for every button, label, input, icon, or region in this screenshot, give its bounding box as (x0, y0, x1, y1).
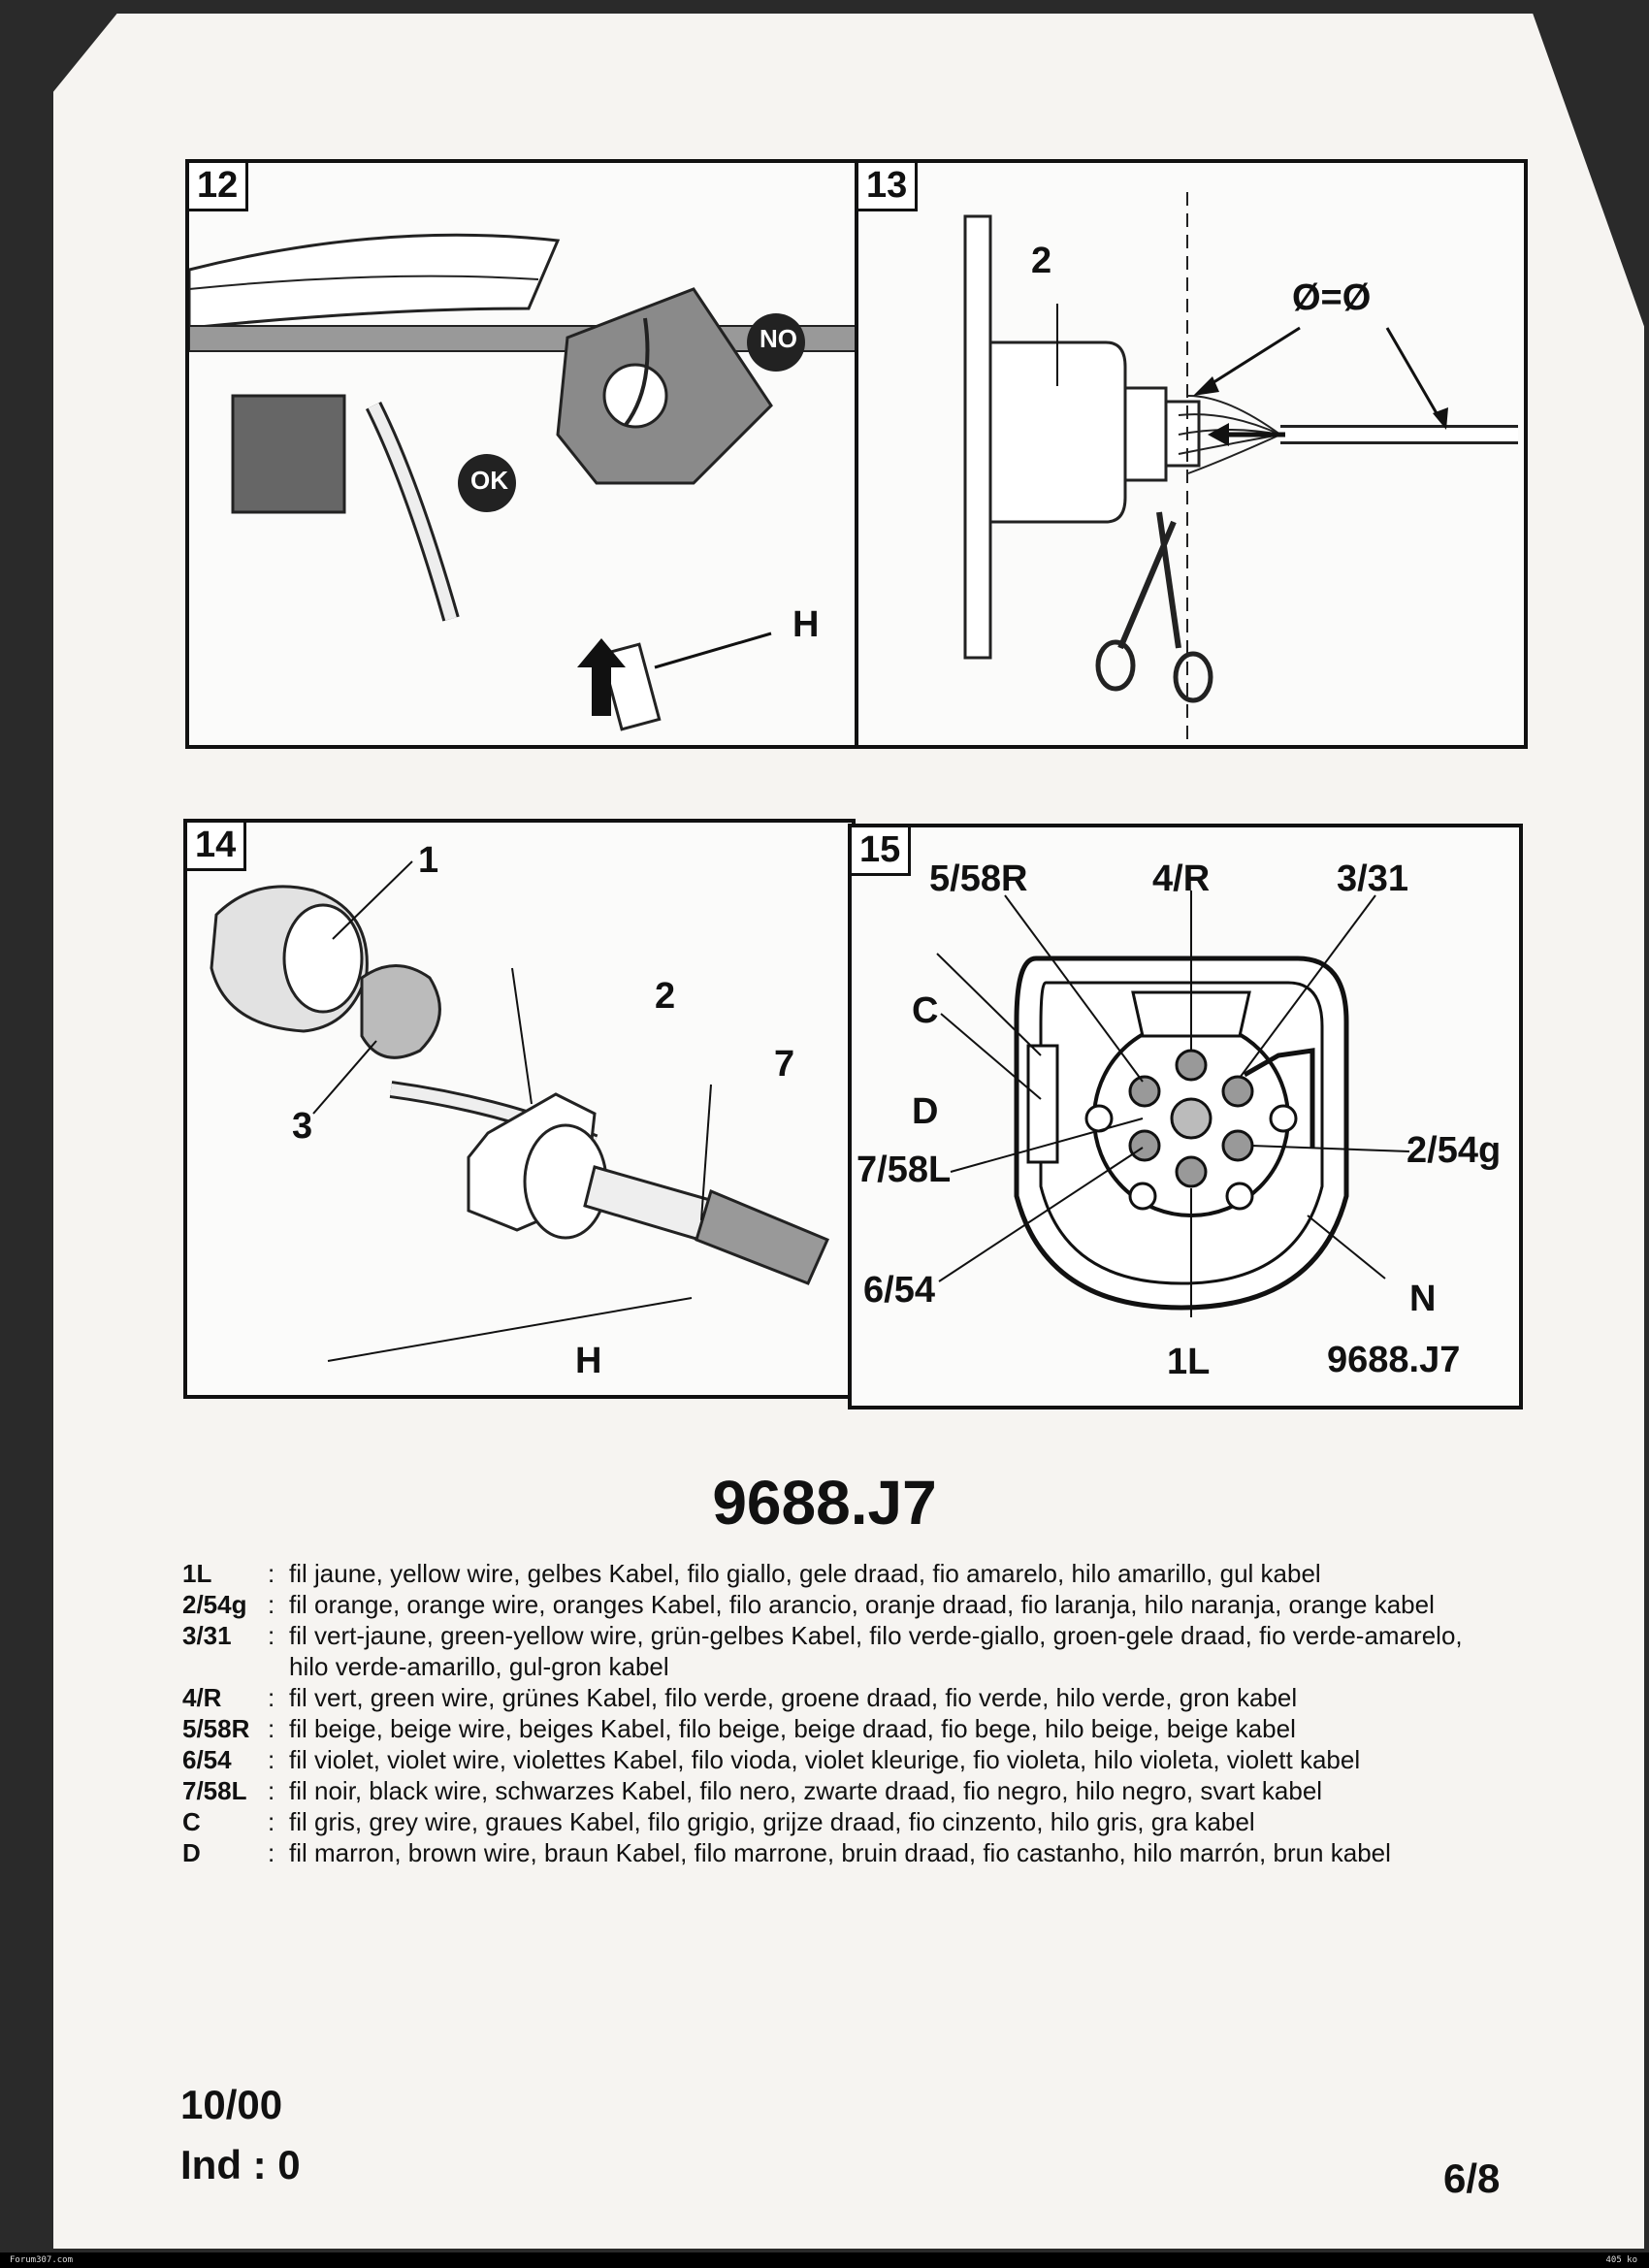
legend-code: 2/54g (182, 1590, 247, 1619)
legend-row: 2/54g:fil orange, orange wire, oranges K… (182, 1589, 1540, 1620)
panel-number: 12 (189, 163, 249, 211)
part-2-label: 2 (655, 976, 676, 1017)
no-badge-label: NO (760, 324, 797, 353)
legend-description: hilo verde-amarillo, gul-gron kabel (289, 1652, 669, 1681)
pin-label-4-r: 4/R (1152, 859, 1211, 899)
legend-row: 7/58L:fil noir, black wire, schwarzes Ka… (182, 1775, 1540, 1806)
pin-label-5-58r: 5/58R (929, 859, 1028, 899)
pin-label-6-54: 6/54 (863, 1270, 935, 1311)
legend-description: fil vert, green wire, grünes Kabel, filo… (289, 1683, 1298, 1712)
legend-description: fil gris, grey wire, graues Kabel, filo … (289, 1807, 1255, 1836)
panel-12: 12 NO OK H (185, 159, 862, 749)
hose-label: H (792, 604, 820, 645)
legend-description: fil marron, brown wire, braun Kabel, fil… (289, 1838, 1391, 1867)
panel-15: 15 5/58R 4/R 3/31 C D 7/58L 2/54g 6/54 N… (848, 824, 1523, 1409)
panel-number: 15 (852, 827, 912, 876)
legend-code: 7/58L (182, 1776, 247, 1805)
legend-code: C (182, 1807, 201, 1836)
pin-label-1l: 1L (1167, 1342, 1211, 1382)
legend-description: fil beige, beige wire, beiges Kabel, fil… (289, 1714, 1296, 1743)
diameter-equal-label: Ø=Ø (1292, 277, 1372, 318)
hose-label: H (575, 1341, 602, 1381)
pin-label-c: C (912, 990, 939, 1031)
panel-14: 14 1 2 3 7 H (183, 819, 856, 1399)
pin-label-2-54g: 2/54g (1406, 1130, 1502, 1171)
legend-row: C:fil gris, grey wire, graues Kabel, fil… (182, 1806, 1540, 1837)
legend-row: 5/58R:fil beige, beige wire, beiges Kabe… (182, 1713, 1540, 1744)
legend-code: 6/54 (182, 1745, 232, 1774)
part-2-label: 2 (1031, 241, 1052, 281)
legend-row: 3/31:fil vert-jaune, green-yellow wire, … (182, 1620, 1540, 1651)
panel-14-illustration (210, 860, 829, 1362)
pin-label-7-58l: 7/58L (857, 1150, 952, 1190)
part-3-label: 3 (292, 1106, 313, 1147)
wire-color-legend: 1L:fil jaune, yellow wire, gelbes Kabel,… (182, 1558, 1540, 1868)
panel-13-illustration (963, 192, 1518, 745)
legend-row: 1L:fil jaune, yellow wire, gelbes Kabel,… (182, 1558, 1540, 1589)
legend-code: D (182, 1838, 201, 1867)
status-left-text: Forum307.com (10, 2255, 74, 2265)
part-1-label: 1 (418, 840, 439, 881)
legend-code: 4/R (182, 1683, 222, 1712)
document-title: 9688.J7 (712, 1468, 937, 1538)
legend-description: fil jaune, yellow wire, gelbes Kabel, fi… (289, 1559, 1321, 1588)
legend-description: fil vert-jaune, green-yellow wire, grün-… (289, 1621, 1463, 1650)
pin-label-d: D (912, 1091, 939, 1132)
legend-row-continued: hilo verde-amarillo, gul-gron kabel (182, 1651, 1540, 1682)
legend-row: 4/R:fil vert, green wire, grünes Kabel, … (182, 1682, 1540, 1713)
part-7-label: 7 (774, 1044, 795, 1085)
legend-description: fil noir, black wire, schwarzes Kabel, f… (289, 1776, 1323, 1805)
revision-index: Ind : 0 (180, 2142, 301, 2187)
panel-number: 13 (858, 163, 919, 211)
panel-12-illustration (189, 233, 858, 731)
legend-description: fil orange, orange wire, oranges Kabel, … (289, 1590, 1435, 1619)
legend-code: 5/58R (182, 1714, 250, 1743)
page-number: 6/8 (1443, 2155, 1501, 2201)
panel-15-illustration (936, 891, 1410, 1317)
panel-13: 13 2 Ø=Ø (855, 159, 1528, 749)
panel-reference-code: 9688.J7 (1327, 1340, 1461, 1380)
status-right-text: 405 ko (1605, 2255, 1637, 2265)
pin-label-n: N (1409, 1279, 1437, 1319)
ok-badge-label: OK (470, 466, 508, 495)
legend-row: 6/54:fil violet, violet wire, violettes … (182, 1744, 1540, 1775)
panel-number: 14 (187, 823, 247, 871)
revision-date: 10/00 (180, 2082, 283, 2127)
viewer-status-bar: Forum307.com 405 ko (0, 2252, 1649, 2268)
legend-row: D:fil marron, brown wire, braun Kabel, f… (182, 1837, 1540, 1868)
legend-code: 3/31 (182, 1621, 232, 1650)
legend-code: 1L (182, 1559, 212, 1588)
legend-description: fil violet, violet wire, violettes Kabel… (289, 1745, 1361, 1774)
pin-label-3-31: 3/31 (1337, 859, 1408, 899)
